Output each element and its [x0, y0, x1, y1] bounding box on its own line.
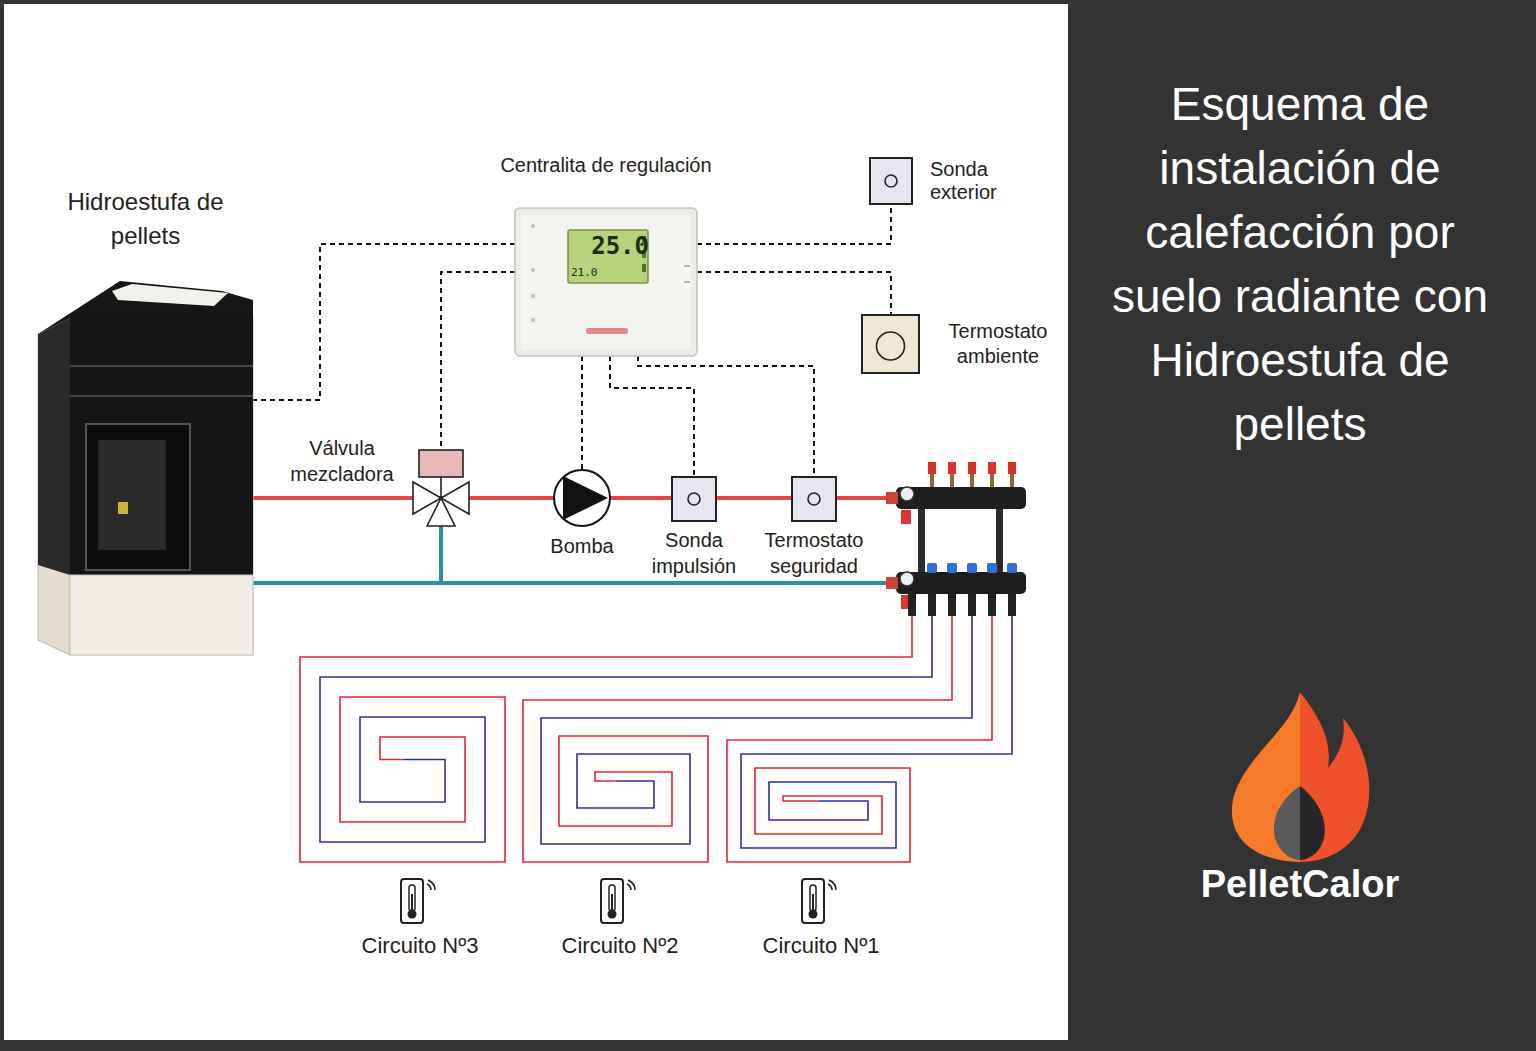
room-thermostat-symbol	[862, 315, 919, 373]
signal-wire	[581, 356, 583, 469]
coil-pipe	[727, 616, 992, 862]
coil-pipe	[300, 616, 912, 862]
return-pipe	[253, 581, 896, 585]
display-value: 21.0	[571, 266, 611, 280]
safety-thermostat-box: Termostato seguridad	[792, 477, 836, 521]
supply-pipe-connector	[253, 496, 413, 500]
outdoor-probe-box: Sonda exterior	[870, 158, 1015, 204]
node-label: Sonda exterior	[930, 158, 1018, 204]
diagram-title: Esquema de instalación de calefacción po…	[1085, 72, 1515, 456]
signal-wire	[253, 244, 515, 400]
pellet-stove-illustration	[38, 281, 253, 655]
circuit-box: Circuito Nº2	[545, 876, 695, 966]
room-thermostat-box: Termostato ambiente	[862, 315, 1057, 373]
supply-pipe-connector	[471, 496, 553, 500]
signal-wire	[697, 204, 891, 244]
mixing-valve-box: Válvula mezcladora	[413, 448, 471, 528]
controller-device	[515, 208, 697, 356]
node-label: Hidroestufa de pellets	[38, 185, 253, 253]
signal-wire	[697, 272, 891, 315]
node-label: Termostato seguridad	[754, 527, 874, 579]
node-heading: Centralita de regulación	[491, 152, 721, 178]
stove-box: Hidroestufa de pellets	[38, 278, 253, 655]
mixing-valve-symbol	[413, 450, 469, 526]
bypass-pipe	[439, 520, 443, 583]
node-label: Bomba	[541, 533, 623, 559]
white-panel	[4, 4, 1068, 1040]
display-value: 25.0	[573, 232, 649, 260]
signal-wire	[610, 356, 694, 477]
manifold-illustration	[886, 462, 1026, 616]
brand-flame-logo	[1232, 692, 1369, 862]
signal-wire	[441, 272, 515, 448]
flow-probe-box: Sonda impulsión	[672, 477, 716, 521]
pump-box: Bomba	[553, 469, 611, 527]
supply-pipe-connector	[611, 496, 672, 500]
node-label: Termostato ambiente	[938, 319, 1058, 369]
safety-thermostat-symbol	[792, 477, 836, 521]
node-label: Sonda impulsión	[636, 527, 752, 579]
floor-heating-coils	[300, 616, 1012, 862]
node-label: Circuito Nº1	[746, 931, 896, 961]
node-label: Válvula mezcladora	[279, 435, 405, 487]
circuit-box: Circuito Nº1	[746, 876, 896, 966]
supply-pipe-connector	[716, 496, 792, 500]
node-label: Circuito Nº2	[545, 931, 695, 961]
thermometer-icons	[401, 879, 836, 923]
brand-name: PelletCalor	[1150, 862, 1450, 906]
coil-pipe	[741, 616, 1012, 848]
coil-pipe	[523, 616, 952, 862]
controller-box: Centralita de regulación25.021.0	[515, 208, 697, 356]
outdoor-probe-symbol	[870, 158, 912, 204]
pump-symbol	[554, 470, 610, 526]
signal-wire	[638, 356, 814, 477]
coil-pipe	[541, 616, 972, 844]
node-label: Circuito Nº3	[345, 931, 495, 961]
circuit-box: Circuito Nº3	[345, 876, 495, 966]
flow-probe-symbol	[672, 477, 716, 521]
